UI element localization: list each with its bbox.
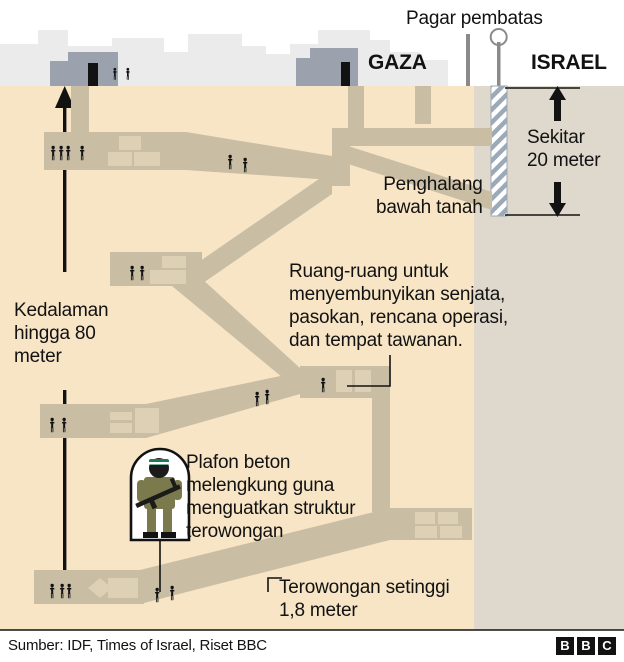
sensor-circle-icon: [489, 28, 508, 88]
bbc-letter-1: B: [556, 637, 574, 655]
arrow-down-icon: [549, 182, 566, 217]
tunnel-height-label: Terowongan setinggi 1,8 meter: [279, 577, 450, 621]
rooms-description-label: Ruang-ruang untuk menyembunyikan senjata…: [289, 261, 508, 351]
building-doors: [88, 62, 350, 86]
leader-lines: [159, 355, 391, 592]
armed-fighter-icon: [129, 447, 191, 542]
depth-arrow-up-icon: [55, 86, 75, 272]
tunnel-corridor-to-barrier: [332, 128, 492, 146]
tunnel-diagonal-bottom: [140, 508, 390, 604]
concrete-ceiling-label: Plafon beton melengkung guna menguatkan …: [186, 452, 356, 542]
underground-barrier: [491, 86, 507, 216]
tunnel-network: [34, 86, 492, 604]
tunnel-shaft-right: [415, 86, 431, 124]
source-label: Sumber: IDF, Times of Israel, Riset BBC: [8, 637, 267, 654]
tunnel-diagonal-right: [172, 268, 300, 392]
tunnel-corridor-barrier-feed: [348, 146, 492, 210]
fence-label: Pagar pembatas: [406, 8, 543, 29]
tunnel-people: [50, 145, 326, 603]
tunnel-diagonal-left: [190, 170, 332, 292]
arrow-up-icon: [549, 86, 566, 121]
bbc-letter-3: C: [598, 637, 616, 655]
gaza-label: GAZA: [368, 51, 427, 74]
tunnel-corridor-upper: [186, 132, 332, 180]
underground-barrier-label: Penghalang bawah tanah: [376, 174, 483, 218]
street-people: [113, 67, 130, 80]
bbc-letter-2: B: [577, 637, 595, 655]
max-depth-label: Kedalaman hingga 80 meter: [14, 300, 109, 367]
tunnel-link-vertical-lower: [372, 366, 390, 512]
israel-label: ISRAEL: [531, 51, 607, 74]
tunnel-link-vertical-upper: [332, 128, 350, 186]
barrier-depth-measure: [505, 87, 580, 216]
barrier-depth-label: Sekitar 20 meter: [527, 127, 601, 171]
tunnel-diagonal-lower-up: [146, 372, 300, 438]
tunnel-shaft-left: [71, 86, 89, 140]
fence-post-icon: [466, 34, 470, 86]
bbc-logo: B B C: [556, 637, 616, 655]
